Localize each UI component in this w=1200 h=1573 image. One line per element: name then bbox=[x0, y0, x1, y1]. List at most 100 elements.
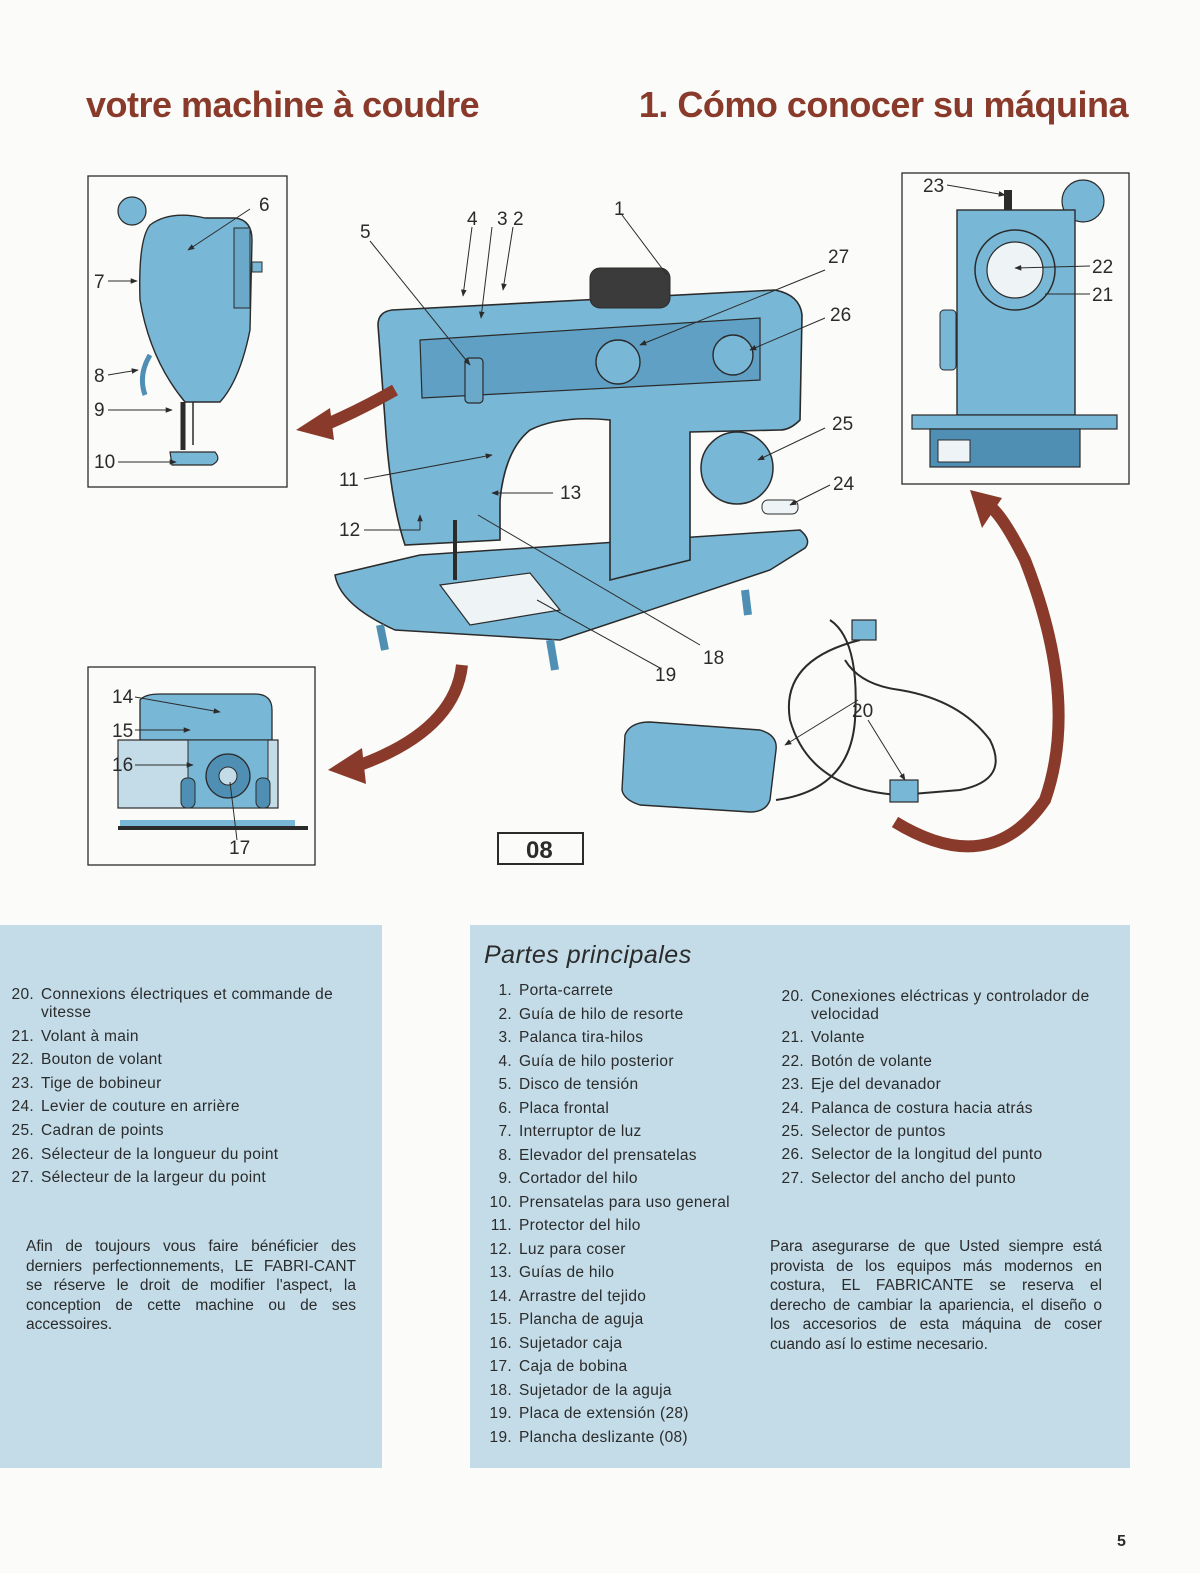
callout-9: 9 bbox=[94, 400, 105, 421]
item-text: Levier de couture en arrière bbox=[41, 1098, 240, 1116]
item-number: 17. bbox=[489, 1358, 512, 1375]
item-text: Plancha de aguja bbox=[519, 1311, 644, 1328]
list-item: 23.Eje del devanador bbox=[770, 1076, 1110, 1094]
machine-diagram: 1 2 3 4 5 6 7 8 9 10 11 12 13 14 15 16 1… bbox=[87, 172, 1130, 866]
list-item: 5. Disco de tensión bbox=[478, 1076, 768, 1094]
item-text: Bouton de volant bbox=[41, 1051, 163, 1069]
callout-15: 15 bbox=[112, 721, 133, 742]
item-number: 18. bbox=[489, 1381, 512, 1399]
item-number: 16. bbox=[489, 1334, 512, 1352]
list-item: 21.Volante bbox=[770, 1029, 1110, 1047]
callout-26: 26 bbox=[830, 305, 851, 326]
callout-14: 14 bbox=[112, 687, 134, 708]
item-number: 6. bbox=[498, 1099, 512, 1117]
list-item: 11.Protector del hilo bbox=[478, 1217, 768, 1235]
item-text: Sujetador caja bbox=[519, 1334, 623, 1352]
list-item: 25. Cadran de points bbox=[0, 1122, 370, 1140]
item-text: Plancha deslizante (08) bbox=[519, 1428, 688, 1446]
item-number: 24. bbox=[11, 1098, 34, 1116]
item-number: 26. bbox=[11, 1145, 34, 1163]
callout-7: 7 bbox=[94, 272, 105, 293]
item-text: Connexions électriques et commande de vi… bbox=[41, 986, 333, 1021]
list-item: 19. Plancha deslizante (08) bbox=[478, 1429, 768, 1447]
item-number: 27. bbox=[781, 1169, 804, 1187]
callout-17: 17 bbox=[229, 838, 250, 859]
item-number: 24. bbox=[781, 1099, 804, 1117]
item-text: Luz para coser bbox=[519, 1240, 626, 1258]
item-number: 3. bbox=[498, 1029, 512, 1046]
item-text: Disco de tensión bbox=[519, 1076, 639, 1093]
item-text: Prensatelas para uso general bbox=[519, 1193, 730, 1211]
item-number: 21. bbox=[11, 1027, 34, 1045]
item-text: Interruptor de luz bbox=[519, 1123, 642, 1140]
list-item: 20. Connexions électriques et commande de… bbox=[0, 986, 370, 1022]
foot-pedal bbox=[621, 619, 997, 813]
item-number: 4. bbox=[498, 1052, 512, 1070]
callout-13: 13 bbox=[560, 483, 581, 504]
list-item: 27. Selector del ancho del punto bbox=[770, 1170, 1110, 1188]
item-number: 23. bbox=[11, 1074, 34, 1092]
list-item: 19.Placa de extensión (28) bbox=[478, 1405, 768, 1423]
callout-19: 19 bbox=[655, 665, 676, 686]
item-text: Cadran de points bbox=[41, 1121, 164, 1139]
item-text: Porta-carrete bbox=[519, 982, 614, 999]
list-item: 3.Palanca tira-hilos bbox=[478, 1029, 768, 1047]
list-item: 24. Palanca de costura hacia atrás bbox=[770, 1100, 1110, 1118]
item-text: Caja de bobina bbox=[519, 1358, 628, 1375]
list-item: 18.Sujetador de la aguja bbox=[478, 1382, 768, 1400]
list-item: 22.Botón de volante bbox=[770, 1053, 1110, 1071]
item-text: Cortador del hilo bbox=[519, 1170, 638, 1187]
item-text: Eje del devanador bbox=[811, 1076, 942, 1094]
item-number: 26. bbox=[781, 1146, 804, 1164]
item-number: 25. bbox=[781, 1122, 804, 1140]
item-number: 5. bbox=[498, 1076, 512, 1093]
list-item: 12.Luz para coser bbox=[478, 1241, 768, 1259]
list-item: 4. Guía de hilo posterior bbox=[478, 1053, 768, 1071]
item-text: Guía de hilo posterior bbox=[519, 1052, 674, 1070]
list-item: 9.Cortador del hilo bbox=[478, 1170, 768, 1188]
item-number: 7. bbox=[498, 1123, 512, 1140]
item-number: 21. bbox=[781, 1029, 804, 1047]
callout-12: 12 bbox=[339, 520, 360, 541]
list-item: 15. Plancha de aguja bbox=[478, 1311, 768, 1329]
item-number: 27. bbox=[11, 1169, 34, 1187]
item-number: 13. bbox=[489, 1264, 512, 1281]
item-number: 10. bbox=[489, 1193, 512, 1211]
callout-11: 11 bbox=[339, 470, 359, 491]
callout-8: 8 bbox=[94, 366, 105, 387]
item-text: Guía de hilo de resorte bbox=[519, 1005, 684, 1023]
model-box-label: 08 bbox=[526, 837, 553, 864]
item-number: 25. bbox=[11, 1121, 34, 1139]
item-text: Protector del hilo bbox=[519, 1217, 641, 1234]
item-text: Sélecteur de la largeur du point bbox=[41, 1169, 267, 1187]
item-number: 15. bbox=[489, 1311, 512, 1328]
callout-5: 5 bbox=[360, 222, 371, 243]
spanish-panel bbox=[470, 925, 1130, 1468]
item-text: Selector de la longitud del punto bbox=[811, 1146, 1043, 1164]
list-item: 7. Interruptor de luz bbox=[478, 1123, 768, 1141]
list-item: 10. Prensatelas para uso general bbox=[478, 1194, 768, 1212]
item-text: Placa frontal bbox=[519, 1099, 610, 1117]
sewing-machine-body bbox=[334, 267, 809, 671]
side-view-inset bbox=[87, 175, 288, 488]
callout-27: 27 bbox=[828, 247, 849, 268]
callout-10: 10 bbox=[94, 452, 115, 473]
page-number: 5 bbox=[1117, 1533, 1126, 1550]
item-text: Botón de volante bbox=[811, 1052, 933, 1070]
item-text: Selector del ancho del punto bbox=[811, 1169, 1016, 1187]
list-item: 14. Arrastre del tejido bbox=[478, 1288, 768, 1306]
item-number: 14. bbox=[489, 1287, 512, 1305]
list-item: 25.Selector de puntos bbox=[770, 1123, 1110, 1141]
item-number: 19. bbox=[489, 1428, 512, 1446]
item-text: Arrastre del tejido bbox=[519, 1287, 647, 1305]
item-text: Guías de hilo bbox=[519, 1264, 615, 1281]
list-item: 22.Bouton de volant bbox=[0, 1051, 370, 1069]
item-text: Palanca de costura hacia atrás bbox=[811, 1099, 1033, 1117]
callout-4: 4 bbox=[467, 209, 478, 230]
french-parts-list: 20. Connexions électriques et commande de… bbox=[0, 986, 370, 1193]
item-number: 20. bbox=[11, 986, 34, 1003]
list-item: 16. Sujetador caja bbox=[478, 1335, 768, 1353]
callout-2: 2 bbox=[513, 209, 524, 230]
list-item: 20.Conexiones eléctricas y controlador d… bbox=[770, 988, 1110, 1024]
